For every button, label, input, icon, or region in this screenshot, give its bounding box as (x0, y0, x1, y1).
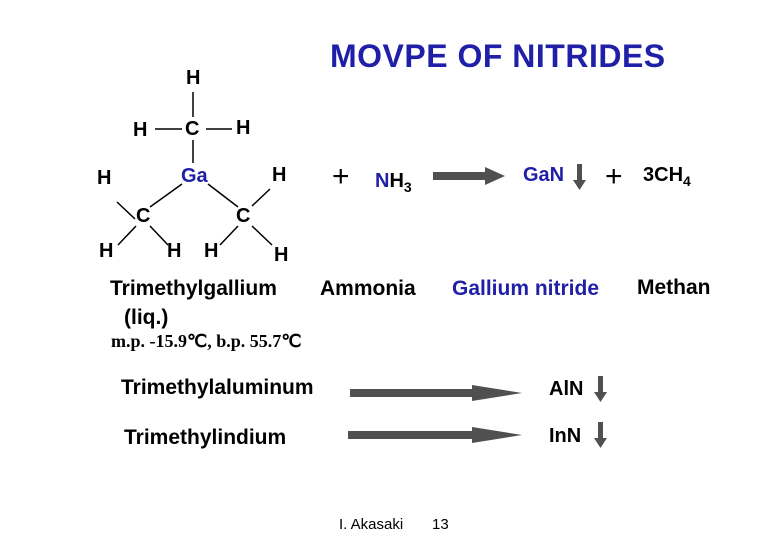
inn-formula: InN (549, 425, 582, 447)
methane-formula: 3CH4 (643, 164, 691, 189)
label-ammonia: Ammonia (320, 277, 416, 300)
precipitate-arrow-icon (573, 164, 586, 190)
reaction-arrow (433, 167, 505, 185)
atom-hydrogen: H (272, 164, 287, 186)
label-methan: Methan (637, 276, 711, 299)
label-gallium-nitride: Gallium nitride (452, 277, 600, 300)
slide-title: MOVPE OF NITRIDES (330, 38, 666, 74)
atom-carbon: C (236, 205, 251, 227)
footer-author: I. Akasaki (339, 516, 404, 533)
atom-hydrogen: H (99, 240, 114, 262)
precipitate-arrow-icon (594, 422, 607, 448)
reaction-arrow (348, 427, 522, 443)
page-number: 13 (432, 516, 449, 533)
ammonia-formula: NH3 (375, 170, 412, 195)
atom-hydrogen: H (186, 67, 201, 89)
melting-boiling-points: m.p. -15.9℃, b.p. 55.7℃ (111, 331, 302, 351)
label-trimethylgallium: Trimethylgallium (110, 277, 277, 300)
atom-hydrogen: H (133, 119, 148, 141)
atom-hydrogen: H (274, 244, 289, 266)
label-trimethylaluminum: Trimethylaluminum (121, 376, 314, 399)
label-liquid: (liq.) (124, 306, 169, 329)
gan-formula: GaN (523, 164, 565, 186)
atom-carbon: C (185, 118, 200, 140)
atom-gallium: Ga (181, 165, 208, 187)
plus-sign: + (332, 160, 350, 193)
atom-hydrogen: H (236, 117, 251, 139)
precipitate-arrow-icon (594, 376, 607, 402)
aln-formula: AlN (549, 378, 584, 400)
reaction-arrow (350, 385, 522, 401)
atom-hydrogen: H (167, 240, 182, 262)
atom-carbon: C (136, 205, 151, 227)
plus-sign: + (605, 160, 623, 193)
atom-hydrogen: H (97, 167, 112, 189)
label-trimethylindium: Trimethylindium (124, 426, 287, 449)
atom-hydrogen: H (204, 240, 219, 262)
